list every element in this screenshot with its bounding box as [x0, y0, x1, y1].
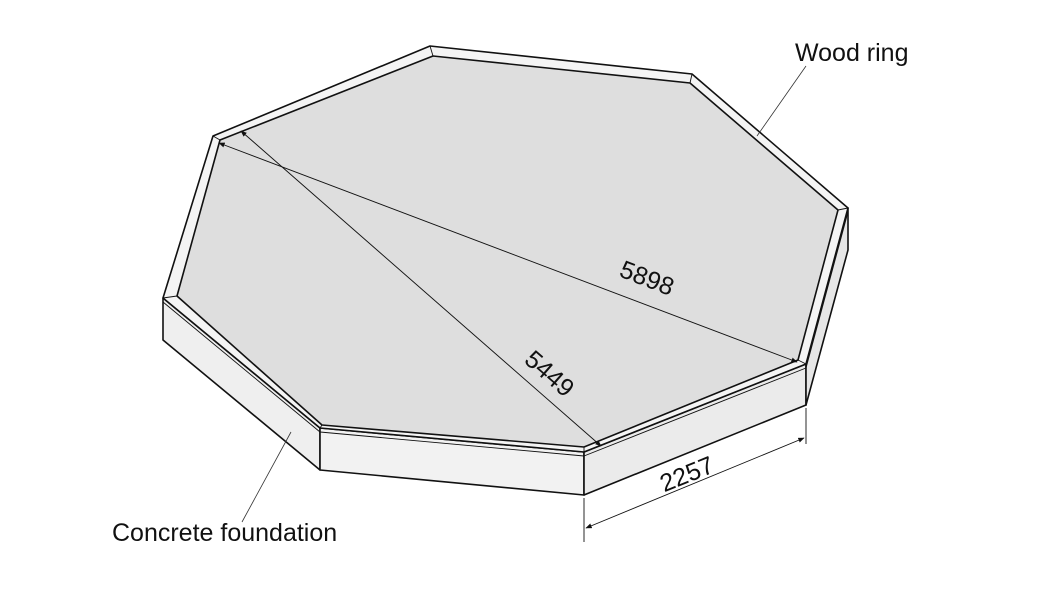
label-concrete-foundation: Concrete foundation: [112, 519, 337, 547]
leader-wood-ring: [756, 65, 807, 137]
label-wood-ring: Wood ring: [795, 39, 909, 67]
dimension-line-5449: [240, 130, 602, 447]
leader-concrete-foundation: [241, 431, 292, 523]
dimension-lines: [218, 130, 807, 542]
dimension-line-2257: [585, 437, 805, 529]
